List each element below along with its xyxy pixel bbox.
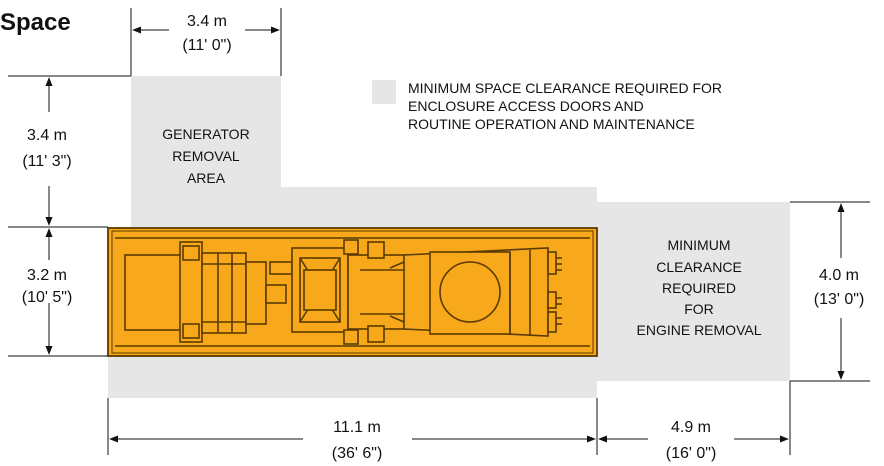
legend: MINIMUM SPACE CLEARANCE REQUIRED FOR ENC… xyxy=(372,80,722,132)
engine-removal-line-5: ENGINE REMOVAL xyxy=(637,322,762,338)
generator-removal-line-3: AREA xyxy=(187,170,226,186)
bottom-right-metric: 4.9 m xyxy=(671,419,711,436)
top-width-metric: 3.4 m xyxy=(187,13,227,30)
dimension-left-upper: 3.4 m (11' 3") xyxy=(8,75,131,228)
right-height-imperial: (13' 0") xyxy=(814,291,865,308)
legend-line-2: ENCLOSURE ACCESS DOORS AND xyxy=(408,98,644,114)
engine-removal-line-2: CLEARANCE xyxy=(656,259,742,275)
dimension-bottom-right: 4.9 m (16' 0") xyxy=(598,381,791,462)
left-upper-imperial: (11' 3") xyxy=(22,153,71,170)
left-lower-metric: 3.2 m xyxy=(27,267,67,284)
dimension-left-lower: 3.2 m (10' 5") xyxy=(8,228,108,357)
generator-removal-label: GENERATOR REMOVAL AREA xyxy=(162,126,249,186)
engine-removal-line-4: FOR xyxy=(684,301,714,317)
engine-removal-area xyxy=(597,202,790,381)
bottom-right-imperial: (16' 0") xyxy=(666,445,717,462)
access-clearance-top xyxy=(131,187,597,227)
left-lower-imperial: (10' 5") xyxy=(22,289,73,306)
dimension-right-height: 4.0 m (13' 0") xyxy=(790,201,870,382)
clearance-areas xyxy=(108,76,790,398)
dimension-top-width: 3.4 m (11' 0") xyxy=(130,8,282,76)
right-height-metric: 4.0 m xyxy=(819,267,859,284)
legend-line-1: MINIMUM SPACE CLEARANCE REQUIRED FOR xyxy=(408,80,722,96)
engine-removal-line-3: REQUIRED xyxy=(662,280,736,296)
left-upper-metric: 3.4 m xyxy=(27,127,67,144)
generator-removal-line-1: GENERATOR xyxy=(162,126,249,142)
page-title: Space xyxy=(0,9,71,36)
legend-line-3: ROUTINE OPERATION AND MAINTENANCE xyxy=(408,116,695,132)
dimension-bottom-main: 11.1 m (36' 6") xyxy=(107,398,598,462)
engine-removal-label: MINIMUM CLEARANCE REQUIRED FOR ENGINE RE… xyxy=(637,237,762,338)
generator-removal-line-2: REMOVAL xyxy=(172,148,240,164)
bottom-main-imperial: (36' 6") xyxy=(332,445,383,462)
engine-removal-line-1: MINIMUM xyxy=(668,237,731,253)
access-clearance-bottom xyxy=(108,356,597,398)
generator-set-drawing xyxy=(107,227,598,357)
bottom-main-metric: 11.1 m xyxy=(333,419,381,436)
top-width-imperial: (11' 0") xyxy=(182,37,231,54)
legend-swatch xyxy=(372,80,396,104)
